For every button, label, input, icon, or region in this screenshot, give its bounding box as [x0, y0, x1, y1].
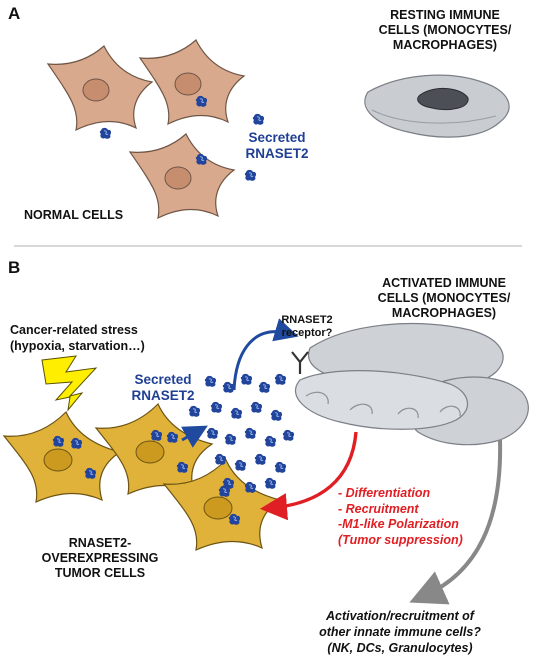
secretion-arrow — [232, 318, 299, 391]
effect-item: (Tumor suppression) — [338, 532, 463, 547]
tumor-line-2: OVEREXPRESSING — [41, 551, 159, 565]
tumor-line-3: TUMOR CELLS — [54, 566, 146, 580]
tumor-cell — [2, 410, 122, 504]
stress-line-1: Cancer-related stress — [10, 323, 138, 337]
secreted-a-line-2: RNASET2 — [245, 146, 309, 161]
innate-recruitment-label: Activation/recruitment of other innate i… — [290, 608, 510, 656]
normal-cells-label: NORMAL CELLS — [24, 208, 124, 222]
normal-cell — [46, 45, 154, 132]
normal-cell — [128, 133, 236, 220]
tumor-cell — [162, 458, 282, 552]
receptor-line-2: receptor? — [281, 327, 333, 339]
activated-line-3: MACROPHAGES) — [391, 306, 497, 320]
secreted-b-line-1: Secreted — [134, 372, 192, 387]
effect-item: -M1-like Polarization — [338, 517, 459, 531]
receptor-icon — [291, 351, 309, 374]
effect-item: - Differentiation — [338, 486, 431, 500]
bottom-line-3: (NK, DCs, Granulocytes) — [327, 641, 473, 655]
bottom-line-2: other innate immune cells? — [319, 625, 481, 639]
resting-line-2: CELLS (MONOCYTES/ — [378, 23, 512, 37]
activated-immune-cells — [294, 322, 529, 446]
normal-cell — [138, 39, 246, 126]
activated-line-1: ACTIVATED IMMUNE — [382, 276, 506, 290]
effect-item: - Recruitment — [338, 501, 419, 516]
resting-line-3: MACROPHAGES) — [392, 38, 498, 52]
resting-line-1: RESTING IMMUNE — [390, 8, 500, 22]
secreted-b-line-2: RNASET2 — [131, 388, 195, 403]
tumor-cells-label: RNASET2- OVEREXPRESSING TUMOR CELLS — [30, 536, 170, 581]
lightning-icon — [41, 355, 98, 412]
immune-effect-arrow — [259, 431, 358, 521]
stress-label: Cancer-related stress (hypoxia, starvati… — [10, 322, 145, 354]
resting-immune-cell — [364, 74, 510, 138]
bottom-line-1: Activation/recruitment of — [326, 609, 474, 623]
activated-line-2: CELLS (MONOCYTES/ — [377, 291, 511, 305]
panel-a-label: A — [8, 4, 21, 23]
innate-recruitment-arrow — [409, 439, 503, 605]
receptor-line-1: RNASET2 — [281, 314, 333, 326]
receptor-label: RNASET2 receptor? — [272, 314, 342, 340]
stress-line-2: (hypoxia, starvation…) — [10, 339, 145, 353]
tumor-line-1: RNASET2- — [68, 536, 132, 550]
panel-b-label: B — [8, 258, 21, 277]
secreted-rnaset2-label-a: Secreted RNASET2 — [232, 130, 322, 162]
resting-immune-label: RESTING IMMUNE CELLS (MONOCYTES/ MACROPH… — [372, 8, 518, 53]
secreted-rnaset2-label-b: Secreted RNASET2 — [118, 372, 208, 404]
tumor-to-cloud-arrow — [181, 425, 208, 448]
secreted-a-line-1: Secreted — [248, 130, 306, 145]
activated-immune-label: ACTIVATED IMMUNE CELLS (MONOCYTES/ MACRO… — [364, 276, 524, 321]
immune-effects-list: - Differentiation - Recruitment -M1-like… — [338, 486, 463, 548]
